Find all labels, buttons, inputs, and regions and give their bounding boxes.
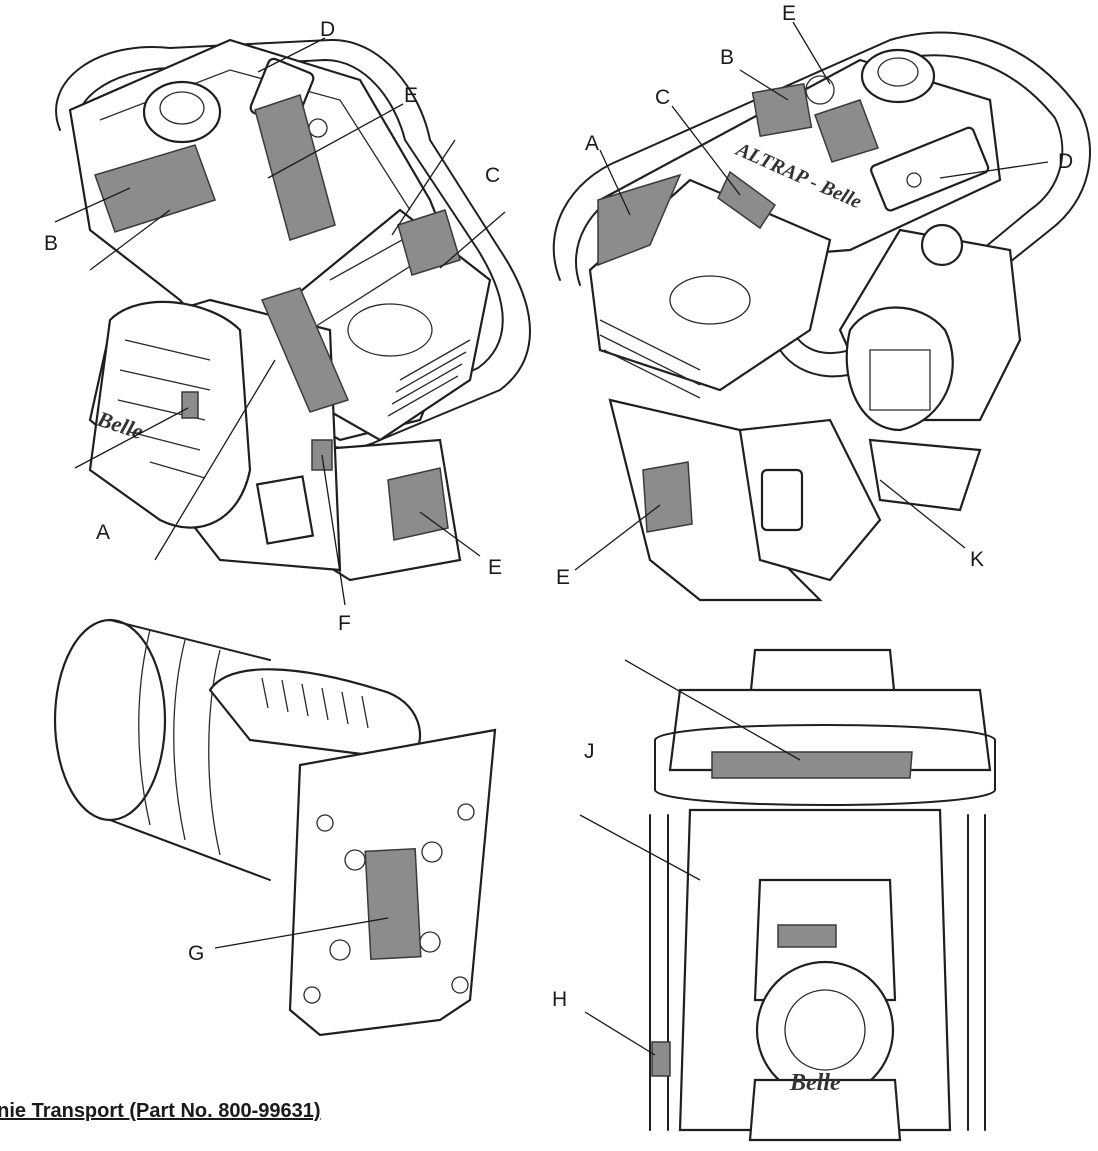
callout-label: D — [320, 18, 335, 41]
callout-label: E — [782, 2, 796, 25]
callout-label: E — [556, 566, 570, 589]
decal-E-right-bottom — [642, 461, 693, 533]
callout-label: K — [970, 548, 984, 571]
callout-label: C — [655, 86, 670, 109]
callout-label: H — [552, 988, 567, 1011]
callout-label: F — [338, 612, 351, 635]
decal-E-right-top — [814, 99, 879, 163]
callout-label: J — [584, 740, 595, 763]
callout-label: B — [44, 232, 58, 255]
callout-label: E — [404, 84, 418, 107]
decal-A-left — [260, 287, 350, 413]
decal-G — [364, 847, 422, 961]
machine-view-bottom-left: G — [53, 618, 497, 1037]
decal-A-right — [597, 173, 682, 267]
callout-label: C — [485, 164, 500, 187]
belle-logo-bottom-right: Belle — [789, 1070, 841, 1096]
figure-caption: anie Transport (Part No. 800-99631) — [0, 1100, 321, 1122]
callout-label: A — [585, 132, 599, 155]
callout-label: E — [488, 556, 502, 579]
decal-J — [711, 751, 913, 779]
machine-view-top-right: ALTRAP - Belle E B — [552, 2, 1091, 602]
machine-view-top-left: Belle D E C B A F E — [44, 18, 531, 635]
decal-H — [651, 1041, 671, 1077]
decal-A-small-left — [181, 391, 199, 419]
decal-E-left-bottom — [387, 467, 449, 541]
callout-label: D — [1058, 150, 1073, 173]
decal-C-right — [717, 170, 777, 230]
decal-engine-bottom-right — [777, 924, 837, 948]
decal-B-right — [751, 82, 813, 138]
decal-B-left — [94, 144, 216, 233]
decal-E-left-top — [254, 94, 336, 241]
callout-label: B — [720, 46, 734, 69]
machine-view-bottom-right: Belle J H — [552, 648, 996, 1142]
callout-label: G — [188, 942, 204, 965]
callout-label: A — [96, 521, 110, 544]
decal-C-left — [397, 209, 461, 276]
